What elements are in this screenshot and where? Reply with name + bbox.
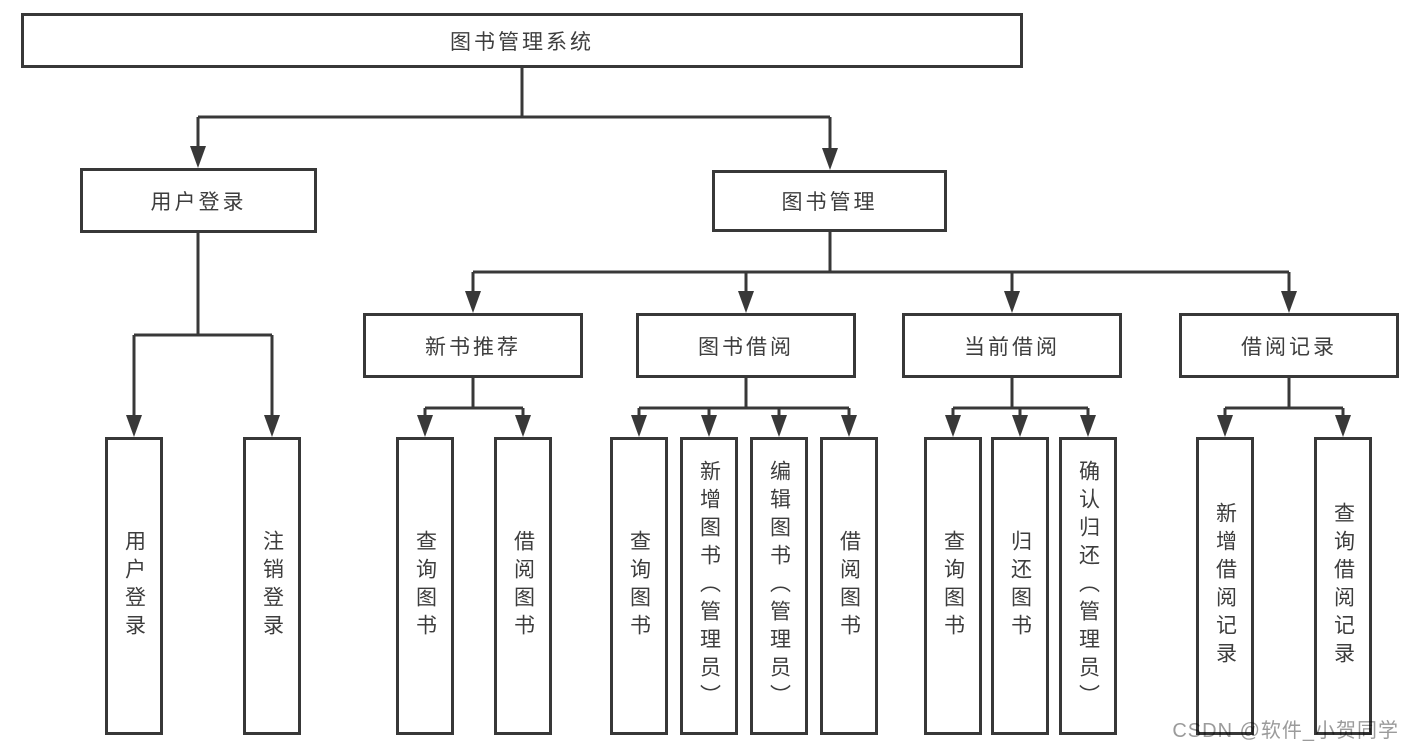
leaf-edit-book-admin: 编辑图书（管理员）	[750, 437, 808, 735]
leaf-query-books-current: 查询图书	[924, 437, 982, 735]
node-current-borrowing: 当前借阅	[902, 313, 1122, 378]
leaf-label: 确认归还（管理员）	[1076, 460, 1100, 712]
csdn-watermark: CSDN @软件_小贺同学	[1172, 720, 1399, 742]
node-library-management-system: 图书管理系统	[21, 13, 1023, 68]
leaf-label: 用户登录	[122, 530, 146, 642]
leaf-label: 借阅图书	[837, 530, 861, 642]
leaf-label: 查询图书	[941, 530, 965, 642]
leaf-logout: 注销登录	[243, 437, 301, 735]
node-user-login: 用户登录	[80, 168, 317, 233]
node-borrowing-records: 借阅记录	[1179, 313, 1399, 378]
node-new-book-recommendation: 新书推荐	[363, 313, 583, 378]
leaf-label: 新增图书（管理员）	[697, 460, 721, 712]
leaf-query-books-borrow: 查询图书	[610, 437, 668, 735]
leaf-label: 新增借阅记录	[1213, 502, 1237, 670]
leaf-query-books-recommend: 查询图书	[396, 437, 454, 735]
leaf-return-book: 归还图书	[991, 437, 1049, 735]
leaf-user-login: 用户登录	[105, 437, 163, 735]
leaf-label: 查询借阅记录	[1331, 502, 1355, 670]
leaf-borrow-books-recommend: 借阅图书	[494, 437, 552, 735]
node-book-management: 图书管理	[712, 170, 947, 232]
leaf-label: 注销登录	[260, 530, 284, 642]
node-book-borrowing: 图书借阅	[636, 313, 856, 378]
leaf-confirm-return-admin: 确认归还（管理员）	[1059, 437, 1117, 735]
arrowhead-icons	[126, 146, 1351, 437]
leaf-label: 查询图书	[627, 530, 651, 642]
leaf-label: 查询图书	[413, 530, 437, 642]
leaf-query-borrow-record: 查询借阅记录	[1314, 437, 1372, 735]
leaf-add-borrow-record: 新增借阅记录	[1196, 437, 1254, 735]
leaf-label: 归还图书	[1008, 530, 1032, 642]
leaf-label: 编辑图书（管理员）	[767, 460, 791, 712]
leaf-add-book-admin: 新增图书（管理员）	[680, 437, 738, 735]
leaf-label: 借阅图书	[511, 530, 535, 642]
leaf-borrow-books: 借阅图书	[820, 437, 878, 735]
